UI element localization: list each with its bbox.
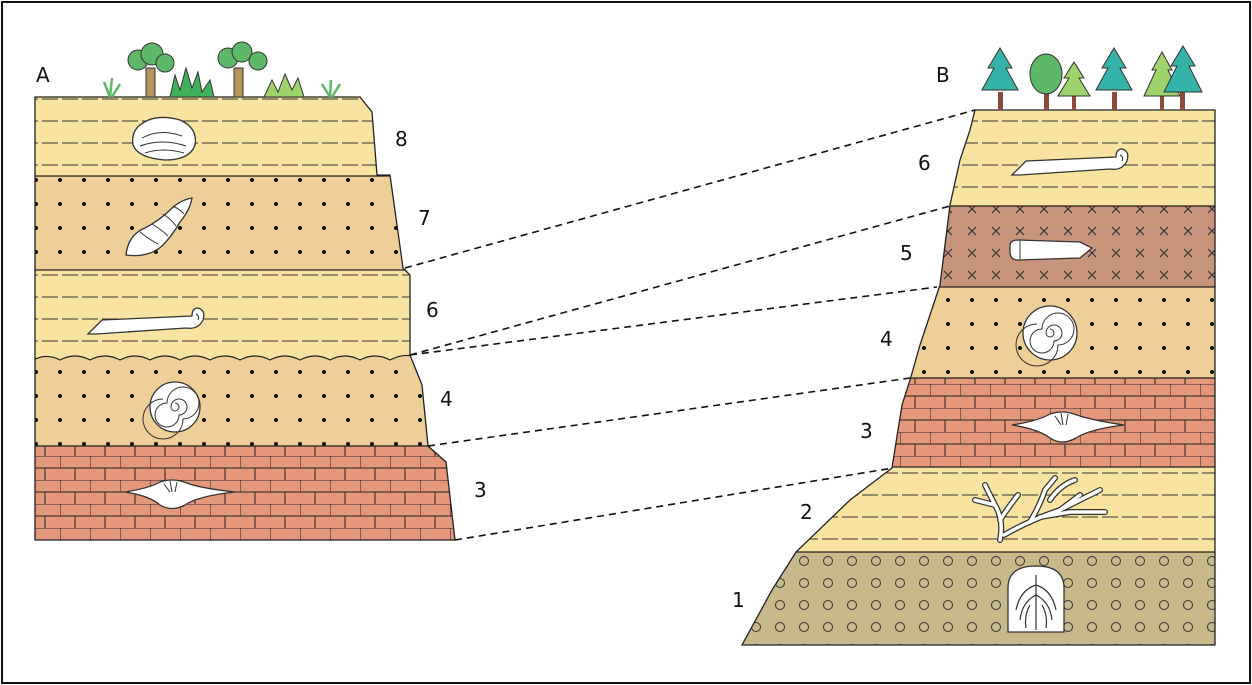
column-a — [35, 97, 455, 540]
ammonite-icon — [142, 381, 201, 440]
straight-cephalopod-icon-b — [1010, 148, 1129, 176]
a-layer-6-number: 6 — [426, 298, 439, 322]
a-layer-8-number: 8 — [395, 127, 408, 151]
ammonite-icon-b — [1015, 305, 1078, 367]
column-b-label: B — [936, 63, 950, 87]
b-layer-6-number: 6 — [918, 151, 931, 175]
column-b — [742, 110, 1215, 645]
plants-icon — [102, 41, 342, 98]
trilobite-icon — [1007, 565, 1065, 633]
correlation-lines — [404, 109, 976, 541]
b-layer-4-number: 4 — [880, 327, 893, 351]
a-layer-3-number: 3 — [474, 478, 487, 502]
b-layer-3-number: 3 — [860, 419, 873, 443]
b-layer-2-number: 2 — [800, 500, 813, 524]
brachiopod-icon-b — [1011, 411, 1125, 443]
brachiopod-icon — [124, 479, 236, 510]
orthocone-icon — [1009, 239, 1094, 261]
a-layer-7-number: 7 — [418, 206, 431, 230]
b-layer-5-number: 5 — [900, 241, 913, 265]
clam-shell-icon — [132, 116, 197, 161]
b-layer-1-number: 1 — [732, 588, 745, 612]
straight-cephalopod-icon — [86, 307, 205, 335]
a-layer-4-number: 4 — [440, 387, 453, 411]
a-layer-3 — [35, 446, 455, 540]
spiral-snail-icon — [125, 197, 193, 257]
column-a-label: A — [36, 63, 50, 87]
trees-icon — [981, 45, 1203, 110]
branching-coral-icon — [972, 475, 1108, 543]
